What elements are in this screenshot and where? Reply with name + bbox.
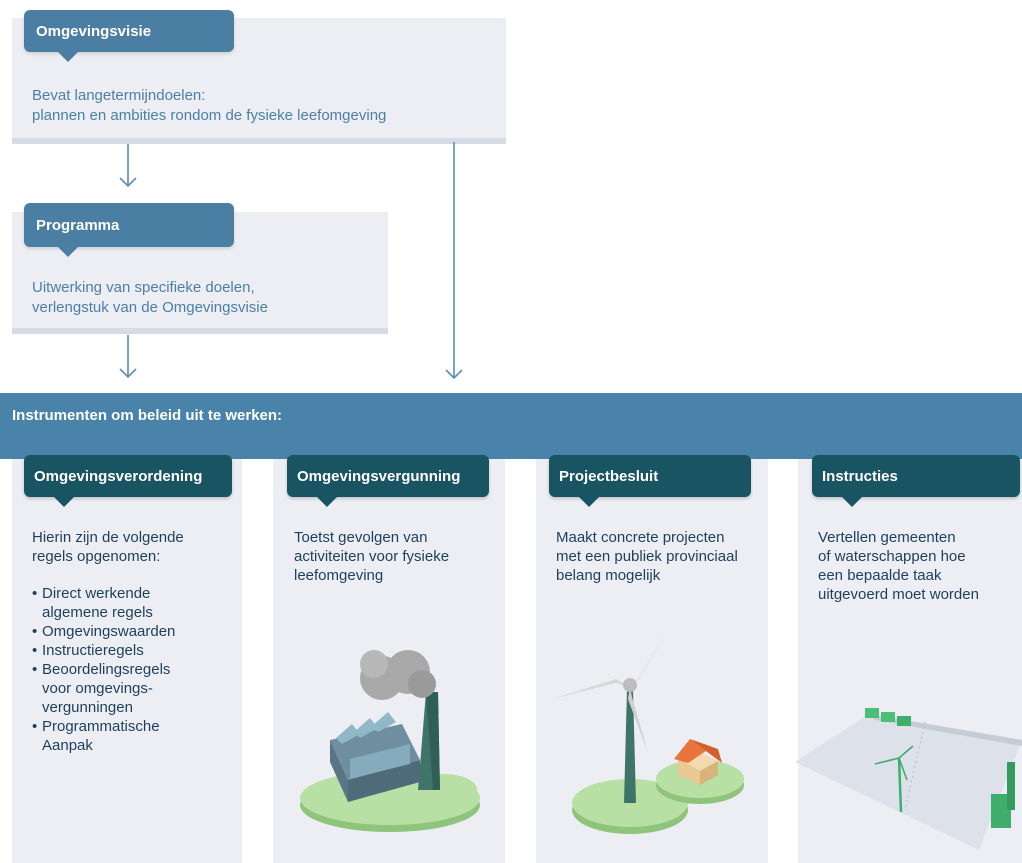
tab-omgevingsverordening: Omgevingsverordening [24, 455, 232, 507]
omgevingsvergunning-description: Toetst gevolgen van activiteiten voor fy… [294, 528, 494, 585]
omgevingsverordening-title: Omgevingsverordening [34, 467, 203, 485]
rule-line: Beoordelingsregels [42, 661, 171, 678]
omgevingsvisie-line-2: plannen en ambities rondom de fysieke le… [32, 107, 387, 124]
rule-line: algemene regels [42, 604, 153, 621]
projectbesluit-description: Maakt concrete projecten met een publiek… [556, 528, 761, 585]
rule-item: Direct werkende algemene regels [32, 584, 232, 622]
rule-item: Omgevingswaarden [32, 622, 232, 641]
tab-projectbesluit: Projectbesluit [549, 455, 751, 507]
instructies-line-2: of waterschappen hoe [818, 548, 966, 565]
instructies-line-1: Vertellen gemeenten [818, 529, 956, 546]
omgevingsvisie-title: Omgevingsvisie [36, 22, 152, 40]
factory-illustration [300, 650, 480, 832]
omgevingsvisie-underline [12, 138, 506, 144]
programma-underline [12, 328, 388, 334]
omgevingsvisie-tab: Omgevingsvisie [24, 10, 234, 62]
programma-line-2: verlengstuk van de Omgevingsvisie [32, 299, 268, 316]
rule-line: voor omgevings- [42, 680, 153, 697]
instructies-title: Instructies [822, 467, 898, 485]
rule-line: Direct werkende [42, 585, 151, 602]
programma-tab: Programma [24, 203, 234, 257]
omgevingsvergunning-title: Omgevingsvergunning [297, 467, 461, 485]
instructies-description: Vertellen gemeenten of waterschappen hoe… [818, 528, 1018, 604]
projectbesluit-line-3: belang mogelijk [556, 567, 661, 584]
rule-line: Programmatische [42, 718, 160, 735]
omgevingsvergunning-line-1: Toetst gevolgen van [294, 529, 428, 546]
omgevingsverordening-rules-list: Direct werkende algemene regels Omgeving… [32, 584, 232, 755]
omgevingsvisie-line-1: Bevat langetermijndoelen: [32, 87, 206, 104]
omgevingsverordening-line-2: regels opgenomen: [32, 548, 161, 565]
rule-line: Instructieregels [42, 642, 144, 659]
instrumenten-title: Instrumenten om beleid uit te werken: [12, 407, 283, 424]
projectbesluit-line-1: Maakt concrete projecten [556, 529, 725, 546]
rule-line: Omgevingswaarden [42, 623, 176, 640]
rule-item: Instructieregels [32, 641, 232, 660]
programma-description: Uitwerking van specifieke doelen, verlen… [32, 278, 382, 318]
arrow-visie-to-instrumenten [445, 142, 463, 380]
tab-instructies: Instructies [812, 455, 1020, 507]
rule-line: vergunningen [42, 699, 133, 716]
arrow-programma-to-instrumenten [119, 335, 137, 379]
wind-turbine-illustration [552, 629, 744, 834]
programma-title: Programma [36, 216, 120, 234]
projectbesluit-line-2: met een publiek provinciaal [556, 548, 738, 565]
map-paper-illustration [795, 708, 1022, 850]
instructies-line-4: uitgevoerd moet worden [818, 586, 979, 603]
omgevingsvisie-description: Bevat langetermijndoelen: plannen en amb… [32, 86, 492, 126]
instrumenten-banner [0, 393, 1022, 459]
tab-omgevingsvergunning: Omgevingsvergunning [287, 455, 489, 507]
omgevingsverordening-description: Hierin zijn de volgende regels opgenomen… [32, 528, 232, 566]
omgevingsverordening-line-1: Hierin zijn de volgende [32, 529, 184, 546]
projectbesluit-title: Projectbesluit [559, 467, 659, 485]
rule-item: Beoordelingsregels voor omgevings- vergu… [32, 660, 232, 717]
rule-line: Aanpak [42, 737, 93, 754]
omgevingsvergunning-line-3: leefomgeving [294, 567, 384, 584]
programma-line-1: Uitwerking van specifieke doelen, [32, 279, 255, 296]
rule-item: Programmatische Aanpak [32, 717, 232, 755]
arrow-visie-to-programma [119, 144, 137, 188]
instructies-line-3: een bepaalde taak [818, 567, 942, 584]
omgevingsvergunning-line-2: activiteiten voor fysieke [294, 548, 450, 565]
